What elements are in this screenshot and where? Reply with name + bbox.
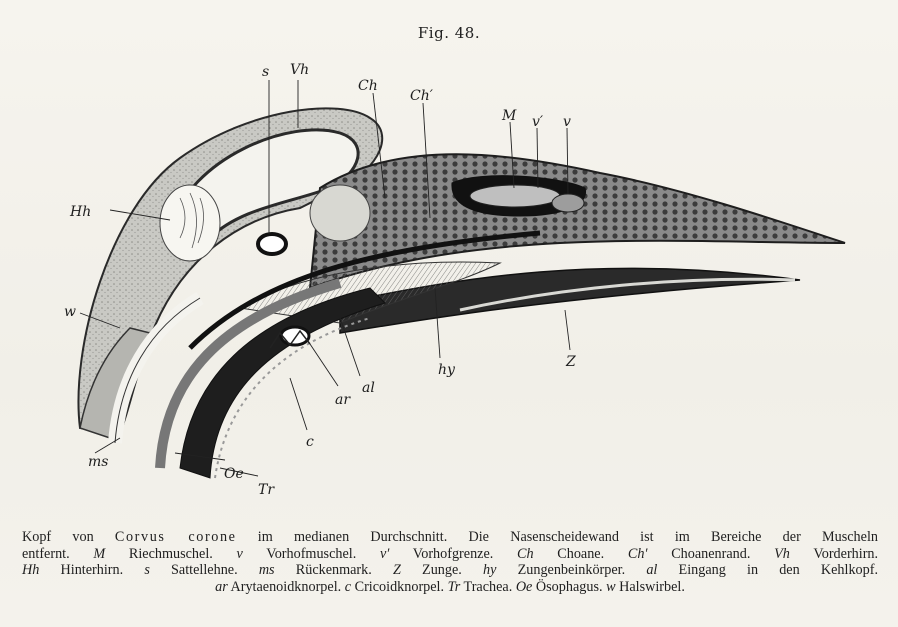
vorhofmuschel bbox=[552, 194, 584, 212]
larynx bbox=[281, 327, 309, 345]
label-Z: Z bbox=[565, 354, 576, 370]
hindbrain bbox=[160, 185, 220, 261]
label-Hh: Hh bbox=[69, 204, 91, 220]
caption-line-3: Hh Hinterhirn. s Sattellehne. ms Rückenm… bbox=[22, 562, 878, 579]
label-M: M bbox=[501, 108, 517, 124]
label-Oe: Oe bbox=[224, 466, 244, 482]
label-s: s bbox=[262, 64, 269, 80]
label-Ch-prime: Ch′ bbox=[410, 88, 434, 104]
caption-line-4: ar Arytaenoidknorpel. c Cricoidknorpel. … bbox=[22, 579, 878, 596]
label-Ch: Ch bbox=[358, 78, 378, 94]
figure-number: Fig. 48. bbox=[0, 24, 898, 42]
crow-head-section-illustration: s Vh Ch Ch′ M v′ v Hh w hy Z al ar c ms … bbox=[40, 48, 860, 518]
label-w: w bbox=[64, 304, 76, 320]
label-Tr: Tr bbox=[258, 482, 275, 498]
label-Vh: Vh bbox=[290, 62, 309, 78]
label-ar: ar bbox=[335, 392, 351, 408]
label-v-prime: v′ bbox=[532, 114, 544, 130]
caption-line-2: entfernt. M Riechmuschel. v Vorhofmusche… bbox=[22, 546, 878, 563]
label-c: c bbox=[306, 434, 314, 450]
species-name: Corvus corone bbox=[115, 529, 237, 545]
label-al: al bbox=[362, 380, 375, 396]
label-hy: hy bbox=[438, 362, 456, 378]
riechmuschel bbox=[470, 185, 560, 207]
figure-caption: Kopf von Corvus corone im medianen Durch… bbox=[22, 529, 878, 595]
sella-turcica bbox=[258, 234, 286, 254]
label-ms: ms bbox=[88, 454, 108, 470]
caption-line-1: Kopf von Corvus corone im medianen Durch… bbox=[22, 529, 878, 546]
label-v: v bbox=[563, 114, 571, 130]
